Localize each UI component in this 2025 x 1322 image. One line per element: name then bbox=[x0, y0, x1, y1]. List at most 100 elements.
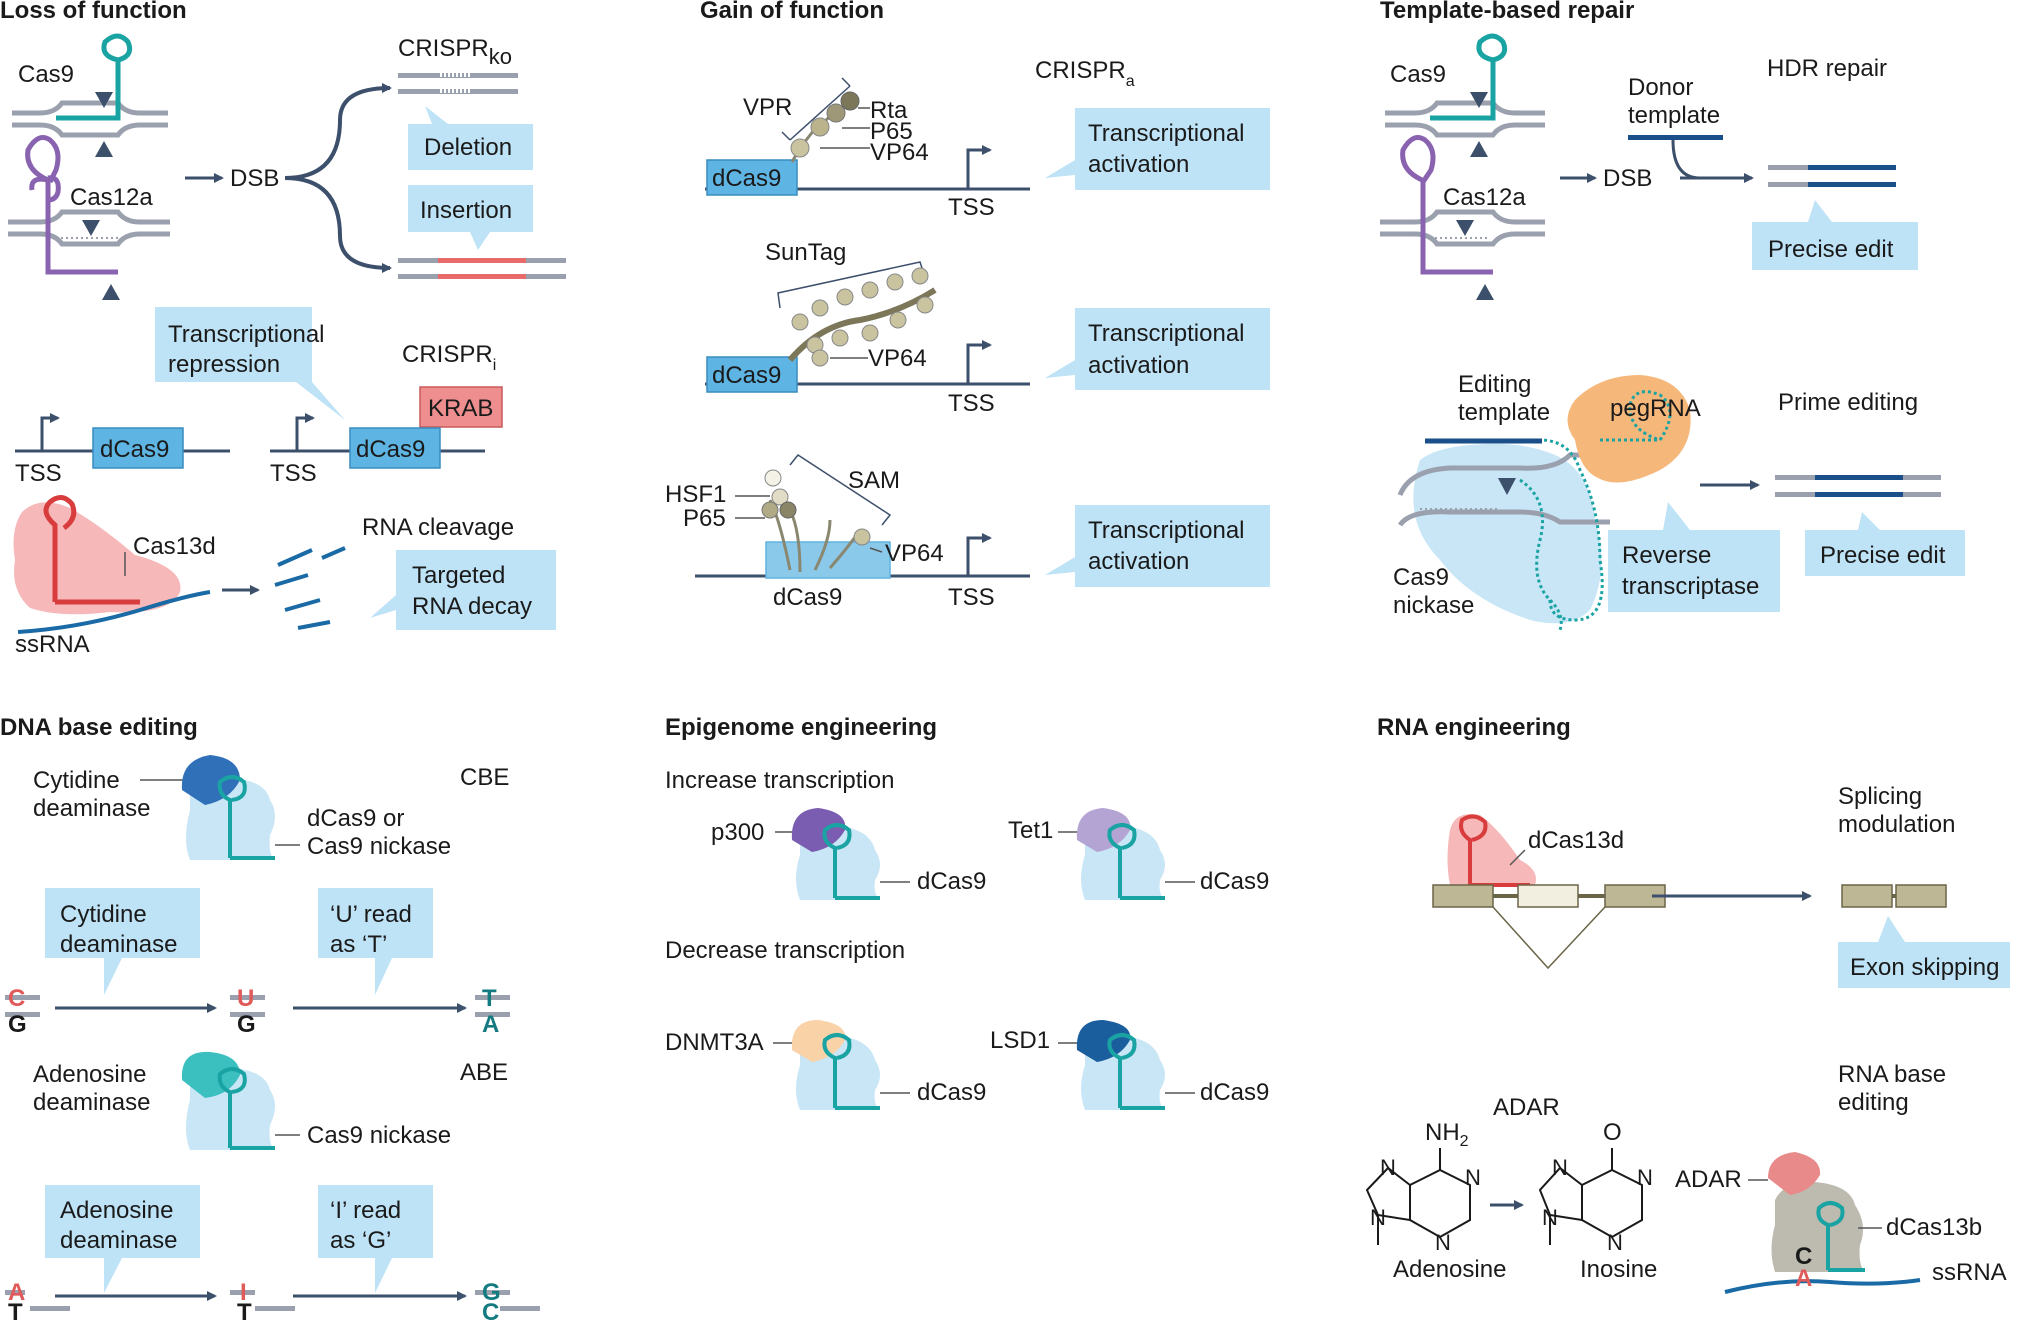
label-vpr: VPR bbox=[743, 94, 792, 121]
label-dcas9: dCas9 bbox=[1200, 1079, 1269, 1106]
cas9-complex-1: Cas9 bbox=[12, 33, 168, 157]
label-rt-1: Reverse bbox=[1622, 542, 1711, 569]
cut-site-triangle-icon bbox=[102, 284, 120, 300]
label-hsf1: HSF1 bbox=[665, 481, 726, 508]
label-exon-skipping: Exon skipping bbox=[1850, 954, 1999, 981]
label-dsb: DSB bbox=[230, 165, 279, 192]
cas12a-complex-2: Cas12a bbox=[1380, 135, 1545, 300]
label-rna-base-1: RNA base bbox=[1838, 1061, 1946, 1088]
label-rna-decay-1: Targeted bbox=[412, 562, 505, 589]
adar-dcas13b-complex: ADAR dCas13b C A ssRNA bbox=[1675, 1152, 2007, 1294]
label-activation-1: Transcriptional bbox=[1088, 517, 1245, 544]
label-crispr-ko: CRISPRko bbox=[398, 35, 512, 69]
cas9-complex-2: Cas9 bbox=[1385, 33, 1545, 157]
label-adar: ADAR bbox=[1675, 1166, 1742, 1193]
atom-n: N bbox=[1542, 1205, 1558, 1230]
label-crispr-a: CRISPRa bbox=[1035, 57, 1135, 90]
label-vp64: VP64 bbox=[885, 540, 944, 567]
cut-site-triangle-icon bbox=[1476, 284, 1494, 300]
label-p300: p300 bbox=[711, 819, 764, 846]
cut-site-triangle-icon bbox=[1498, 478, 1516, 495]
adenosine-structure bbox=[1365, 1148, 1471, 1245]
dcas13d-splicing-complex: dCas13d bbox=[1432, 814, 1666, 970]
p300-complex: p300 dCas9 bbox=[711, 808, 986, 900]
label-pegrna: pegRNA bbox=[1610, 395, 1701, 422]
base-c: C bbox=[1795, 1243, 1812, 1270]
label-dcas9: dCas9 bbox=[712, 362, 781, 389]
label-hdr-repair: HDR repair bbox=[1767, 55, 1887, 82]
base-t: T bbox=[482, 985, 497, 1012]
crispr-i-gene-left: dCas9 TSS bbox=[15, 413, 230, 487]
precise-edit-callout-1 bbox=[1752, 200, 1918, 270]
atom-n: N bbox=[1370, 1205, 1386, 1230]
label-dcas9: dCas9 bbox=[100, 436, 169, 463]
label-dcas9: dCas9 bbox=[712, 165, 781, 192]
panel-epigenome-engineering: Epigenome engineering Increase transcrip… bbox=[665, 714, 1269, 1110]
rna-fragments bbox=[274, 546, 346, 630]
label-donor-2: template bbox=[1628, 102, 1720, 129]
label-tss: TSS bbox=[948, 194, 995, 221]
label-activation-2: activation bbox=[1088, 151, 1189, 178]
panel-gain-of-function: Gain of function CRISPRa dCas9 VPR Rta P… bbox=[665, 0, 1270, 611]
label-decrease-transcription: Decrease transcription bbox=[665, 937, 905, 964]
label-rta: Rta bbox=[870, 97, 908, 124]
label-cas9-nickase-1: Cas9 bbox=[1393, 564, 1449, 591]
label-splicing-1: Splicing bbox=[1838, 783, 1922, 810]
heading-rna-engineering: RNA engineering bbox=[1377, 714, 1571, 741]
label-krab: KRAB bbox=[428, 395, 493, 422]
atom-n: N bbox=[1380, 1155, 1396, 1180]
insertion-callout bbox=[408, 185, 533, 250]
label-cas13d: Cas13d bbox=[133, 533, 216, 560]
i-read-callout bbox=[318, 1185, 433, 1293]
label-cas9-nickase-2: nickase bbox=[1393, 592, 1474, 619]
label-cas9-nickase: Cas9 nickase bbox=[307, 1122, 451, 1149]
base-a: A bbox=[1795, 1265, 1812, 1292]
dnmt3a-complex: DNMT3A dCas9 bbox=[665, 1020, 986, 1110]
label-rt-2: transcriptase bbox=[1622, 573, 1759, 600]
label-dcas9-or-2: Cas9 nickase bbox=[307, 833, 451, 860]
insertion-dna bbox=[398, 258, 566, 279]
label-cytidine-1: Cytidine bbox=[33, 767, 120, 794]
label-prime-editing: Prime editing bbox=[1778, 389, 1918, 416]
cbe-sequence: C G U G T A bbox=[5, 985, 510, 1038]
prime-product-dna bbox=[1775, 475, 1941, 497]
label-i-read-2: as ‘G’ bbox=[330, 1227, 391, 1254]
base-g: G bbox=[8, 1011, 27, 1038]
label-adenosine-1: Adenosine bbox=[60, 1197, 173, 1224]
cbe-complex: dCas9 or Cas9 nickase bbox=[181, 755, 451, 860]
label-dcas9: dCas9 bbox=[917, 1079, 986, 1106]
label-cas9: Cas9 bbox=[18, 61, 74, 88]
label-adenosine-2: deaminase bbox=[33, 1089, 150, 1116]
heading-loss-of-function: Loss of function bbox=[0, 0, 187, 24]
label-rna-decay-2: RNA decay bbox=[412, 593, 532, 620]
label-dcas13d: dCas13d bbox=[1528, 827, 1624, 854]
sam-construct: SAM HSF1 P65 VP64 dCas9 TSS Transcriptio… bbox=[665, 453, 1270, 611]
prime-editing-complex: Editing template pegRNA Cas9 nickase bbox=[1393, 371, 1701, 631]
deletion-dna bbox=[398, 73, 518, 94]
label-donor-1: Donor bbox=[1628, 74, 1693, 101]
label-tet1: Tet1 bbox=[1008, 817, 1053, 844]
label-deletion: Deletion bbox=[424, 134, 512, 161]
label-adenosine-2: deaminase bbox=[60, 1227, 177, 1254]
label-inosine: Inosine bbox=[1580, 1256, 1657, 1283]
inosine-structure bbox=[1538, 1148, 1643, 1245]
label-precise-edit: Precise edit bbox=[1768, 236, 1894, 263]
label-editing-template-1: Editing bbox=[1458, 371, 1531, 398]
label-activation-2: activation bbox=[1088, 352, 1189, 379]
label-crispr-i: CRISPRi bbox=[402, 341, 496, 374]
atom-n: N bbox=[1465, 1165, 1481, 1190]
label-cas9: Cas9 bbox=[1390, 61, 1446, 88]
label-nh2: NH2 bbox=[1425, 1119, 1469, 1150]
label-sam: SAM bbox=[848, 467, 900, 494]
lsd1-complex: LSD1 dCas9 bbox=[990, 1020, 1269, 1110]
activation-callout-2 bbox=[1045, 308, 1270, 390]
base-g: G bbox=[482, 1279, 501, 1306]
label-tss: TSS bbox=[948, 390, 995, 417]
base-c: C bbox=[8, 985, 25, 1012]
exon-skipping-callout bbox=[1838, 916, 2010, 988]
label-cas12a: Cas12a bbox=[1443, 184, 1526, 211]
label-cytidine-2: deaminase bbox=[60, 931, 177, 958]
label-vp64: VP64 bbox=[870, 139, 929, 166]
label-dcas9: dCas9 bbox=[356, 436, 425, 463]
